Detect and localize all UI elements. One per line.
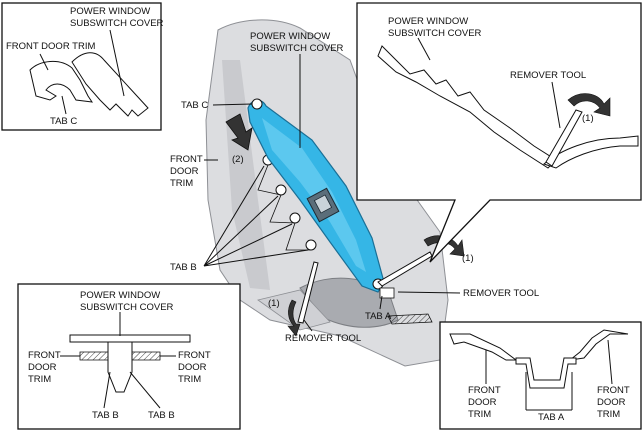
main-step-1-right-label: (1) [462,253,474,264]
bl-trim-right [131,351,161,361]
bl-trim-right-label-3: TRIM [178,374,201,385]
bl-trim-left-label-2: DOOR [28,362,57,373]
tl-cover-label-2: SUBSWITCH COVER [70,18,164,29]
tab-a-clip-block [379,287,395,299]
bl-tab-b-right-label: TAB B [148,410,175,421]
bl-cover-label-2: SUBSWITCH COVER [80,302,174,313]
br-trim-right-label-2: DOOR [597,397,626,408]
br-trim-left-label-3: TRIM [468,409,491,420]
main-step-2-label: (2) [232,154,244,165]
inset-tab-b: POWER WINDOW SUBSWITCH COVER FRONT DOOR … [17,283,241,430]
tr-step-1-label: (1) [582,113,594,124]
tl-trim-label: FRONT DOOR TRIM [6,41,95,52]
tab-c-clip [251,98,263,110]
main-trim-label-2: DOOR [170,166,199,177]
main-step-1-left-label: (1) [268,298,280,309]
tab-a-hatch [387,313,433,325]
main-trim-label-3: TRIM [170,178,193,189]
br-trim-left-label-1: FRONT [468,385,501,396]
step-2-arrow [225,113,253,151]
tr-rotation-arrow [567,93,611,117]
inset-tab-a: FRONT DOOR TRIM FRONT DOOR TRIM TAB A [439,321,642,430]
br-trim-right-label-1: FRONT [597,385,630,396]
tr-cover-label-1: POWER WINDOW [388,16,468,27]
br-trim-left-label-2: DOOR [468,397,497,408]
bl-clip [107,341,133,393]
main-remover-right-label: REMOVER TOOL [463,288,539,299]
bl-cover-label-1: POWER WINDOW [80,290,160,301]
bl-trim-right-label-2: DOOR [178,362,207,373]
tl-cover-label-1: POWER WINDOW [70,6,150,17]
bl-cover-plate [69,334,191,343]
main-cover-label-2: SUBSWITCH COVER [250,43,344,54]
tab-c-cover-profile [71,52,149,117]
main-cover-label-1: POWER WINDOW [250,31,330,42]
remover-tool-left [287,261,319,337]
br-trim-left [449,333,518,361]
main-trim-label-1: FRONT [170,154,203,165]
remover-tool-right [377,235,465,287]
tr-trim-profile [543,135,639,169]
bl-trim-left [79,351,109,361]
bl-trim-left-label-3: TRIM [28,374,51,385]
br-trim-right-label-3: TRIM [597,409,620,420]
tr-remover-tool [545,109,583,167]
inset-tab-c: POWER WINDOW SUBSWITCH COVER FRONT DOOR … [1,2,164,131]
inset-remover-detail: POWER WINDOW SUBSWITCH COVER REMOVER TOO… [356,2,642,263]
main-tab-b-label: TAB B [170,262,197,273]
tr-remover-label: REMOVER TOOL [510,70,586,81]
br-tab-a-label: TAB A [538,412,565,423]
main-tab-a-label: TAB A [365,311,392,322]
bl-trim-right-label-1: FRONT [178,350,211,361]
tl-tab-c-label: TAB C [50,116,77,127]
tab-c-trim-profile [29,61,94,103]
tr-cover-label-2: SUBSWITCH COVER [388,28,482,39]
br-tab-a-clip [515,357,577,389]
window-switch-button [313,194,333,214]
armrest [257,289,331,331]
bl-tab-b-left-label: TAB B [92,410,119,421]
door-trim-illustration: POWER WINDOW SUBSWITCH COVER TAB C (2) F… [170,19,539,367]
bl-trim-left-label-1: FRONT [28,350,61,361]
main-remover-left-label: REMOVER TOOL [285,333,361,344]
main-tab-c-label: TAB C [181,100,208,111]
tr-cover-profile [377,45,557,169]
